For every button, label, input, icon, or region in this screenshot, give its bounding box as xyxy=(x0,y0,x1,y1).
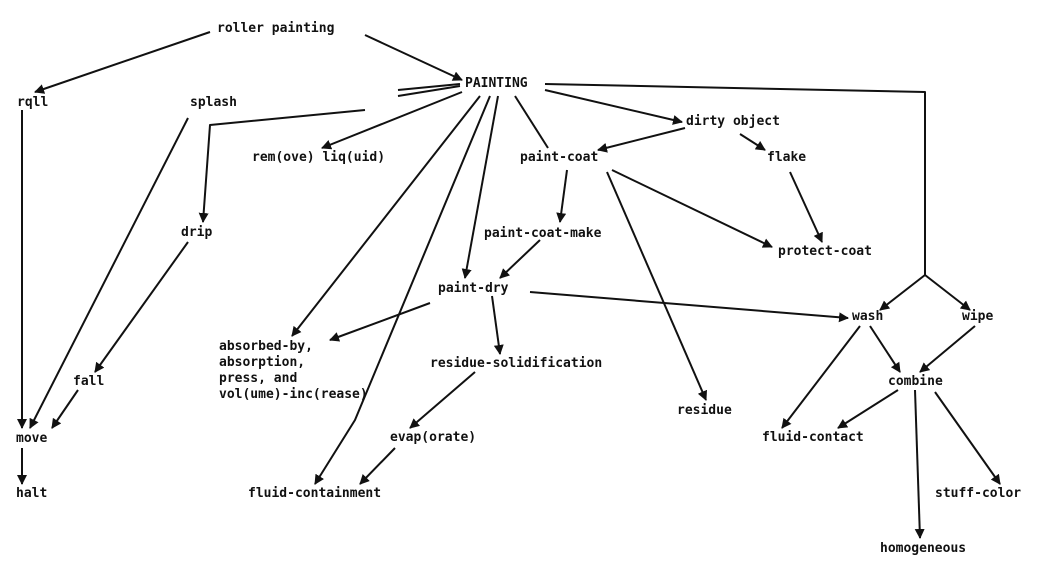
edge-dirty-object-paint-coat xyxy=(597,127,686,153)
node-paint-coat-make: paint-coat-make xyxy=(484,226,602,241)
edge-paint-dry-residue-solidification xyxy=(491,295,504,355)
node-drip: drip xyxy=(181,225,213,240)
edge-roller-painting-painting xyxy=(364,34,463,81)
node-roller-painting: roller painting xyxy=(217,21,335,36)
edge-paint-coat-residue xyxy=(606,171,708,401)
edge-combine-fluid-contact xyxy=(837,389,899,429)
edge-trunk-wash xyxy=(879,274,926,311)
edge-painting-dirty-object xyxy=(544,89,683,125)
node-combine: combine xyxy=(888,374,943,389)
node-absorbed-by: absorbed-by, absorption, press, and vol(… xyxy=(219,339,368,402)
node-fluid-containment: fluid-containment xyxy=(248,486,382,501)
edge-painting-splash-stub-2 xyxy=(397,85,461,97)
node-fall: fall xyxy=(73,374,105,389)
edge-evaporate-fluid-containment xyxy=(359,447,396,485)
edge-combine-homogeneous xyxy=(914,389,925,539)
node-flake: flake xyxy=(767,150,807,165)
edge-roller-painting-roll xyxy=(34,31,211,94)
node-wash: wash xyxy=(852,309,884,324)
node-dirty-object: dirty object xyxy=(686,114,780,129)
node-fluid-contact: fluid-contact xyxy=(762,430,864,445)
edge-paint-coat-make-link xyxy=(556,169,568,223)
node-remove-liquid: rem(ove) liq(uid) xyxy=(252,150,386,165)
edge-trunk-wipe xyxy=(924,274,971,311)
edge-drip-branch xyxy=(198,109,366,223)
edge-painting-fluid-containment xyxy=(314,95,491,485)
edge-painting-remove-liquid xyxy=(321,91,463,150)
node-roll: rqll xyxy=(17,95,49,110)
edge-paint-coat-make-paint-dry xyxy=(499,239,541,279)
edge-fall-move xyxy=(51,389,79,429)
node-stuff-color: stuff-color xyxy=(935,486,1022,501)
node-painting: PAINTING xyxy=(465,76,528,91)
edge-painting-paint-coat xyxy=(514,95,549,149)
edge-painting-wash-trunk xyxy=(544,83,926,275)
node-residue-solidification: residue-solidification xyxy=(430,356,603,371)
node-residue: residue xyxy=(677,403,732,418)
edge-drip-fall xyxy=(94,241,189,373)
edge-wipe-combine xyxy=(919,325,976,373)
edge-paint-dry-wash xyxy=(529,291,849,323)
edge-splash-move xyxy=(29,117,189,429)
edge-combine-stuff-color xyxy=(934,391,1001,485)
edge-paint-dry-absorbed-by xyxy=(329,302,431,342)
edge-dirty-object-flake xyxy=(739,133,766,151)
edge-painting-absorbed-by xyxy=(291,95,481,337)
node-protect-coat: protect-coat xyxy=(778,244,872,259)
edge-flake-protect-coat xyxy=(789,171,823,243)
node-move: move xyxy=(16,431,48,446)
node-splash: splash xyxy=(190,95,237,110)
node-evaporate: evap(orate) xyxy=(390,430,477,445)
edge-wash-fluid-contact xyxy=(781,325,861,429)
node-paint-dry: paint-dry xyxy=(438,281,509,296)
edge-residue-solidification-evaporate xyxy=(409,371,476,429)
edge-painting-paint-dry xyxy=(461,95,499,279)
edge-wash-combine xyxy=(869,325,901,373)
node-wipe: wipe xyxy=(962,309,994,324)
node-paint-coat: paint-coat xyxy=(520,150,599,165)
edge-paint-coat-protect-coat xyxy=(611,169,773,248)
node-halt: halt xyxy=(16,486,48,501)
edge-painting-splash-stub xyxy=(397,83,461,91)
node-homogeneous: homogeneous xyxy=(880,541,967,556)
